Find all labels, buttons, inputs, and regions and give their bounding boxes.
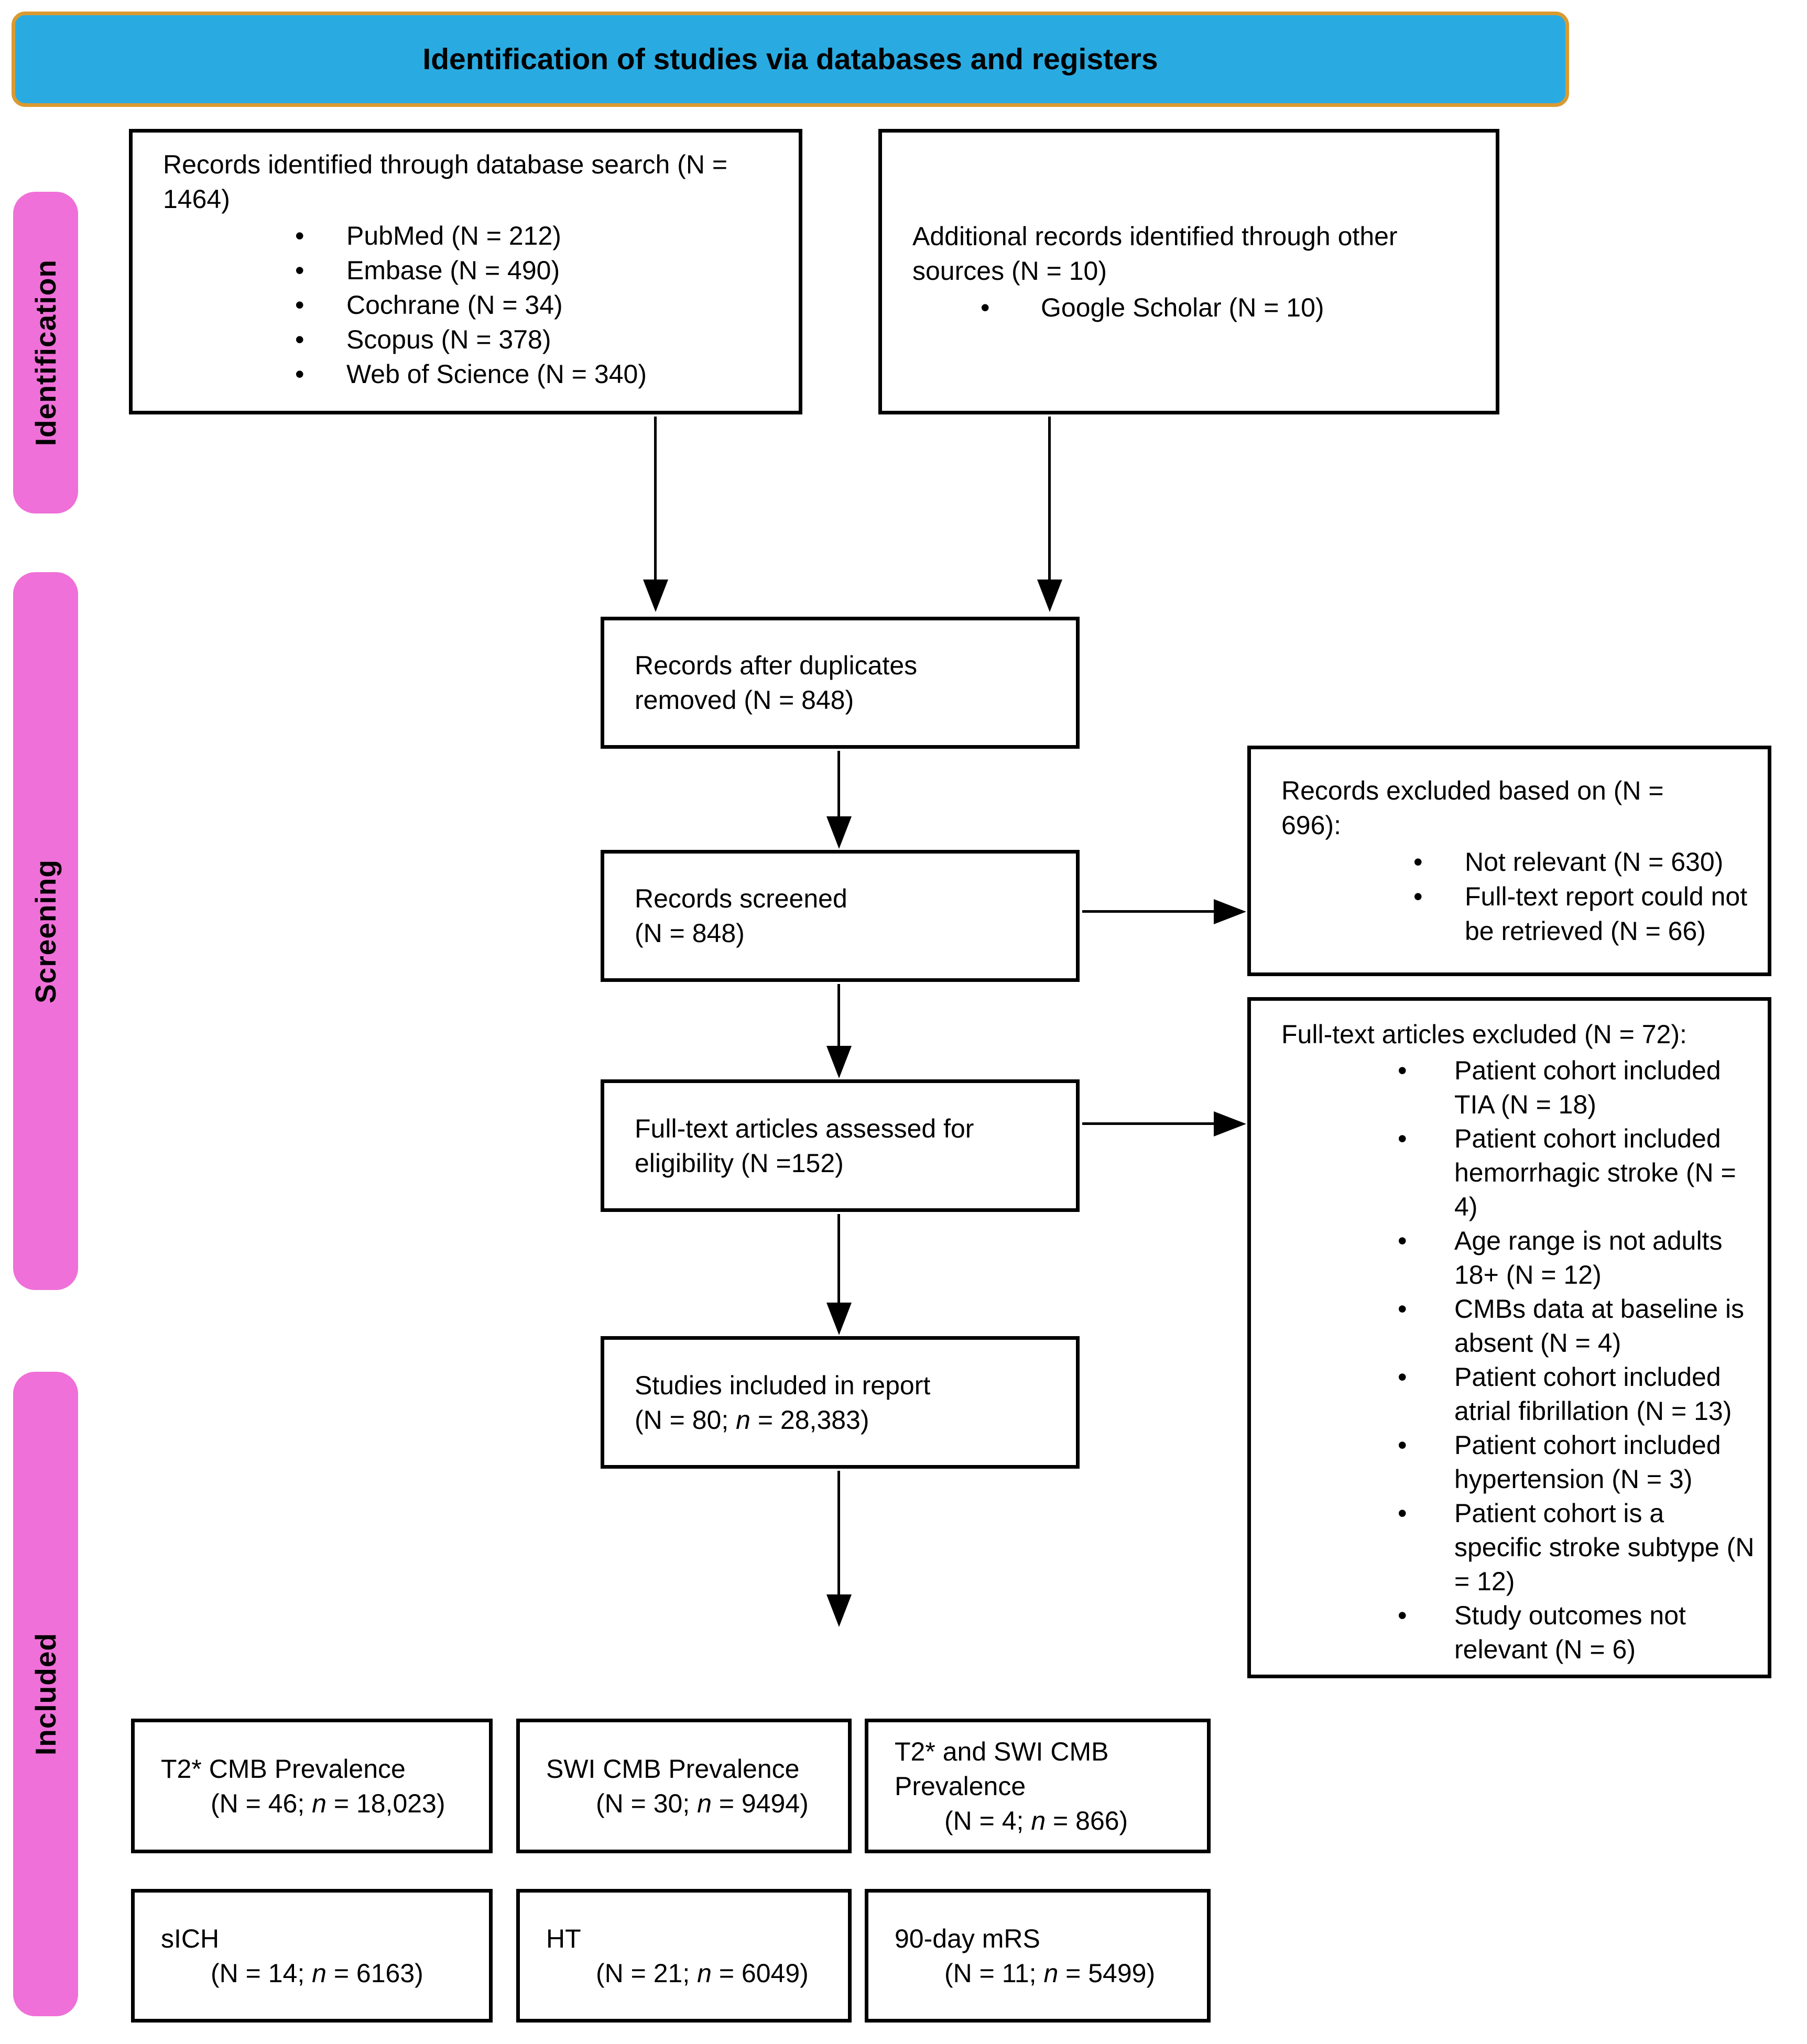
box-outcome-sich: sICH (N = 14; n = 6163) [131, 1889, 493, 2023]
bullet-item: Study outcomes not relevant (N = 6) [1281, 1599, 1755, 1667]
fulltext-excluded-list: Patient cohort included TIA (N = 18) Pat… [1281, 1054, 1755, 1667]
arrow-sources-to-duplicates [1048, 417, 1051, 581]
bullet-item: Full-text report could not be retrieved … [1281, 879, 1755, 948]
stage-label-included: Included [13, 1372, 78, 2016]
arrow-screened-to-assessed [837, 984, 840, 1047]
box-studies-included: Studies included in report (N = 80; n = … [601, 1336, 1080, 1469]
box-database-search: Records identified through database sear… [129, 129, 802, 414]
box-records-excluded: Records excluded based on (N = 696): Not… [1247, 746, 1771, 976]
bullet-item: Not relevant (N = 630) [1281, 845, 1755, 879]
box-records-screened: Records screened (N = 848) [601, 850, 1080, 982]
bullet-item: Cochrane (N = 34) [163, 288, 783, 322]
box-title-line: Full-text articles excluded (N = 72): [1281, 1020, 1687, 1049]
database-list: PubMed (N = 212) Embase (N = 490) Cochra… [163, 218, 783, 391]
box-other-sources: Additional records identified through ot… [878, 129, 1499, 414]
arrow-included-to-outcomes [837, 1471, 840, 1595]
arrow-assessed-to-excluded [1082, 1122, 1215, 1125]
bullet-item: Patient cohort is a specific stroke subt… [1281, 1496, 1755, 1599]
arrow-assessed-to-included [837, 1214, 840, 1304]
bullet-item: Patient cohort included atrial fibrillat… [1281, 1360, 1755, 1428]
header-title: Identification of studies via databases … [422, 42, 1158, 76]
bullet-item: CMBs data at baseline is absent (N = 4) [1281, 1292, 1755, 1360]
box-title-line: Records identified through database sear… [163, 150, 728, 179]
box-outcome-t2-prevalence: T2* CMB Prevalence (N = 46; n = 18,023) [131, 1719, 493, 1853]
arrow-duplicates-to-screened [837, 751, 840, 817]
bullet-item: Google Scholar (N = 10) [912, 290, 1485, 325]
arrow-screened-to-excluded [1082, 910, 1215, 913]
box-title-line: sources (N = 10) [912, 256, 1107, 286]
box-outcome-t2-swi-prevalence: T2* and SWI CMB Prevalence (N = 4; n = 8… [865, 1719, 1211, 1853]
arrow-dbsearch-to-duplicates [654, 417, 657, 581]
box-title-line: Additional records identified through ot… [912, 221, 1398, 251]
records-excluded-list: Not relevant (N = 630) Full-text report … [1281, 845, 1755, 948]
box-fulltext-assessed: Full-text articles assessed for eligibil… [601, 1079, 1080, 1212]
box-outcome-swi-prevalence: SWI CMB Prevalence (N = 30; n = 9494) [516, 1719, 852, 1853]
bullet-item: Age range is not adults 18+ (N = 12) [1281, 1224, 1755, 1292]
box-fulltext-excluded: Full-text articles excluded (N = 72): Pa… [1247, 997, 1771, 1678]
stage-label-identification: Identification [13, 192, 78, 513]
box-title-line: 1464) [163, 184, 230, 214]
box-duplicates-removed: Records after duplicates removed (N = 84… [601, 617, 1080, 749]
other-sources-list: Google Scholar (N = 10) [912, 290, 1485, 325]
bullet-item: PubMed (N = 212) [163, 218, 783, 253]
box-outcome-ht: HT (N = 21; n = 6049) [516, 1889, 852, 2023]
bullet-item: Scopus (N = 378) [163, 322, 783, 357]
bullet-item: Patient cohort included hypertension (N … [1281, 1428, 1755, 1496]
box-outcome-90day-mrs: 90-day mRS (N = 11; n = 5499) [865, 1889, 1211, 2023]
bullet-item: Embase (N = 490) [163, 253, 783, 288]
bullet-item: Web of Science (N = 340) [163, 357, 783, 391]
stage-label-screening: Screening [13, 572, 78, 1290]
header-banner: Identification of studies via databases … [12, 12, 1569, 107]
bullet-item: Patient cohort included hemorrhagic stro… [1281, 1122, 1755, 1224]
bullet-item: Patient cohort included TIA (N = 18) [1281, 1054, 1755, 1122]
